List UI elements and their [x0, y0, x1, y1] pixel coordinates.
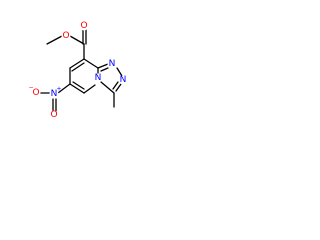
bond-n2-c3-double-a [115, 83, 122, 92]
bond-c8a-n1-double-b [100, 67, 109, 72]
label-backdrop [31, 88, 41, 98]
bond-ring-c5-n4 [83, 84, 96, 94]
atom-nitro-nitrogen: N + [49, 86, 62, 99]
bond-n1-n2 [116, 67, 123, 77]
atom-label-ring-n2: N [120, 75, 127, 85]
charge-minus: − [28, 85, 33, 92]
bond-methyl-ester-o [46, 35, 63, 45]
bond-ring-c8-c7-double-b [71, 62, 85, 72]
bond-n2-c3-double-b [112, 81, 119, 90]
charge-plus: + [56, 86, 61, 93]
bond-ring-c6-c5-double-a [69, 83, 85, 94]
label-backdrop [49, 89, 59, 99]
bond-ring-c8-c7-double-a [69, 58, 85, 69]
label-backdrop [79, 21, 89, 31]
atom-label-ester-o: O [62, 31, 69, 41]
atom-ring-n1: N [107, 59, 117, 69]
bond-c8a-n1-double-a [97, 63, 109, 69]
bond-ring-c6-c5-double-b [72, 81, 85, 90]
atom-layer: O O N N N N + O [28, 21, 128, 120]
atom-ester-oxygen: O [61, 31, 71, 41]
atom-label-carbonyl-o: O [80, 21, 87, 31]
label-backdrop [107, 59, 117, 69]
atom-ring-n2: N [118, 75, 128, 85]
bond-ring-c8-c8a [83, 58, 99, 69]
atom-nitro-oxygen-double: O [49, 110, 59, 120]
label-backdrop [49, 110, 59, 120]
bond-c6-nitro-n [57, 83, 71, 94]
label-backdrop [61, 31, 71, 41]
molecule-structure: O O N N N N + O [28, 21, 128, 120]
label-backdrop [118, 75, 128, 85]
atom-bridge-nitrogen: N [93, 73, 103, 83]
bond-layer [39, 28, 123, 112]
atom-label-nitro-o-double: O [50, 110, 57, 120]
label-backdrop [93, 73, 103, 83]
atom-label-ring-n1: N [109, 59, 116, 69]
bond-ester-o-carbonyl-c [69, 35, 85, 45]
atom-carbonyl-oxygen: O [79, 21, 89, 31]
atom-label-nitro-n: N [51, 89, 58, 99]
atom-label-bridge-n: N [95, 73, 102, 83]
bond-c3-n4 [100, 81, 115, 94]
atom-nitro-oxygen-minus: O − [28, 85, 41, 98]
atom-label-nitro-o-minus: O [32, 88, 39, 98]
